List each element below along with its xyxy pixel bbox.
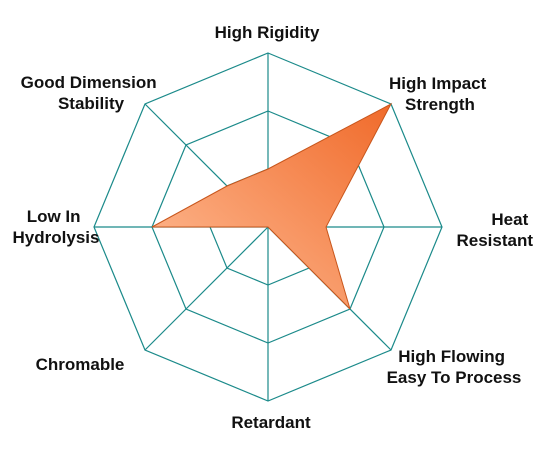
axis-label-chromable: Chromable bbox=[36, 355, 125, 374]
axis-label-high-rigidity: High Rigidity bbox=[215, 23, 320, 42]
grid-spoke-5 bbox=[144, 226, 269, 351]
radar-series-area bbox=[151, 102, 393, 310]
series-area-0 bbox=[151, 102, 393, 310]
axis-label-high-flowing: High Flowing Easy To Process bbox=[387, 347, 522, 387]
axis-label-low-in-hydrolysis: Low In Hydrolysis bbox=[13, 207, 100, 247]
axis-label-retardant: Retardant bbox=[231, 413, 311, 432]
axis-label-high-impact-strength: High Impact Strength bbox=[389, 74, 491, 114]
axis-label-heat-resistant: Heat Resistant bbox=[456, 210, 533, 250]
radar-axis-labels: High Rigidity High Impact Strength Heat … bbox=[13, 23, 534, 432]
axis-label-good-dimension-stability: Good Dimension Stability bbox=[21, 73, 162, 113]
